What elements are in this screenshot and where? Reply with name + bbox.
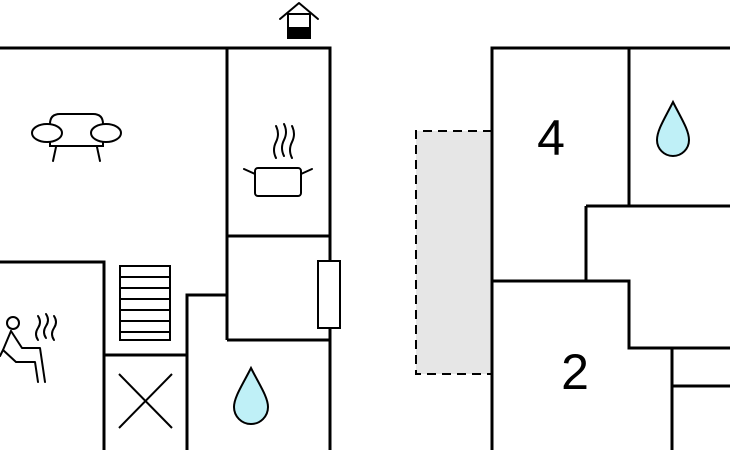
cooking-pot-icon bbox=[243, 123, 313, 197]
empty-space-x-icon bbox=[118, 373, 173, 429]
ground-floor-outer-wall bbox=[0, 46, 332, 450]
water-drop-icon bbox=[232, 365, 270, 425]
open-area bbox=[416, 131, 492, 374]
entrance-house-icon bbox=[279, 2, 319, 39]
sofa-icon bbox=[31, 113, 122, 162]
room-number-4: 4 bbox=[537, 110, 565, 166]
upper-floor-outer-wall bbox=[490, 46, 730, 450]
sauna-wall bbox=[0, 260, 106, 450]
hall-wall bbox=[185, 293, 227, 450]
open-area-outline bbox=[415, 130, 492, 375]
room-number-2: 2 bbox=[561, 344, 589, 400]
bedroom-two-wall bbox=[492, 279, 674, 450]
sauna-icon bbox=[0, 313, 57, 383]
upper-floor: 4 2 bbox=[415, 46, 730, 450]
ground-floor bbox=[0, 2, 341, 450]
window-icon bbox=[317, 260, 341, 329]
water-drop-icon bbox=[655, 99, 691, 157]
stairs-icon bbox=[119, 265, 171, 341]
